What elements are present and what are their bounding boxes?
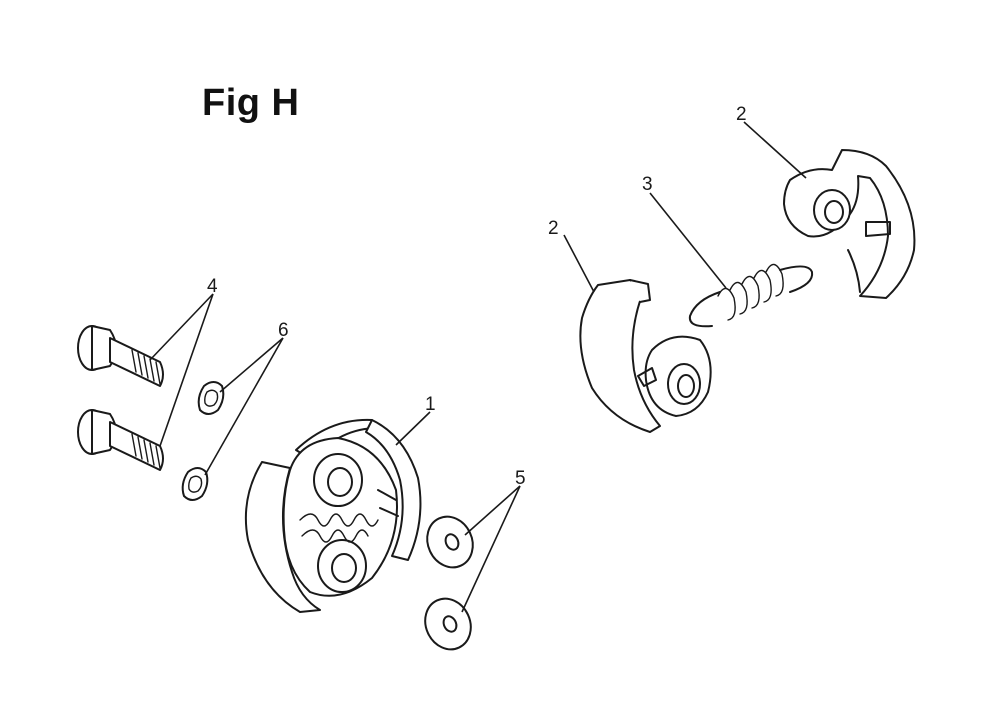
callout-6: 6 (278, 320, 289, 341)
leader-lines (149, 121, 807, 613)
bolt-upper (77, 325, 164, 387)
callout-2-right-shoe: 2 (736, 104, 747, 125)
callout-5: 5 (515, 468, 526, 489)
washer-lower (424, 597, 472, 651)
washer-upper (426, 515, 474, 569)
callout-3: 3 (642, 174, 653, 195)
callout-4: 4 (207, 276, 218, 297)
clip-lower (181, 467, 209, 501)
callout-1: 1 (425, 394, 436, 415)
clip-upper (197, 381, 225, 415)
callout-2-left-shoe: 2 (548, 218, 559, 239)
clutch-spring (688, 263, 814, 328)
clutch-shoe-left (579, 279, 712, 433)
clutch-assembly (244, 418, 422, 613)
clutch-shoe-right (783, 149, 916, 299)
figure-title: Fig H (202, 82, 300, 124)
bolt-lower (77, 409, 164, 471)
